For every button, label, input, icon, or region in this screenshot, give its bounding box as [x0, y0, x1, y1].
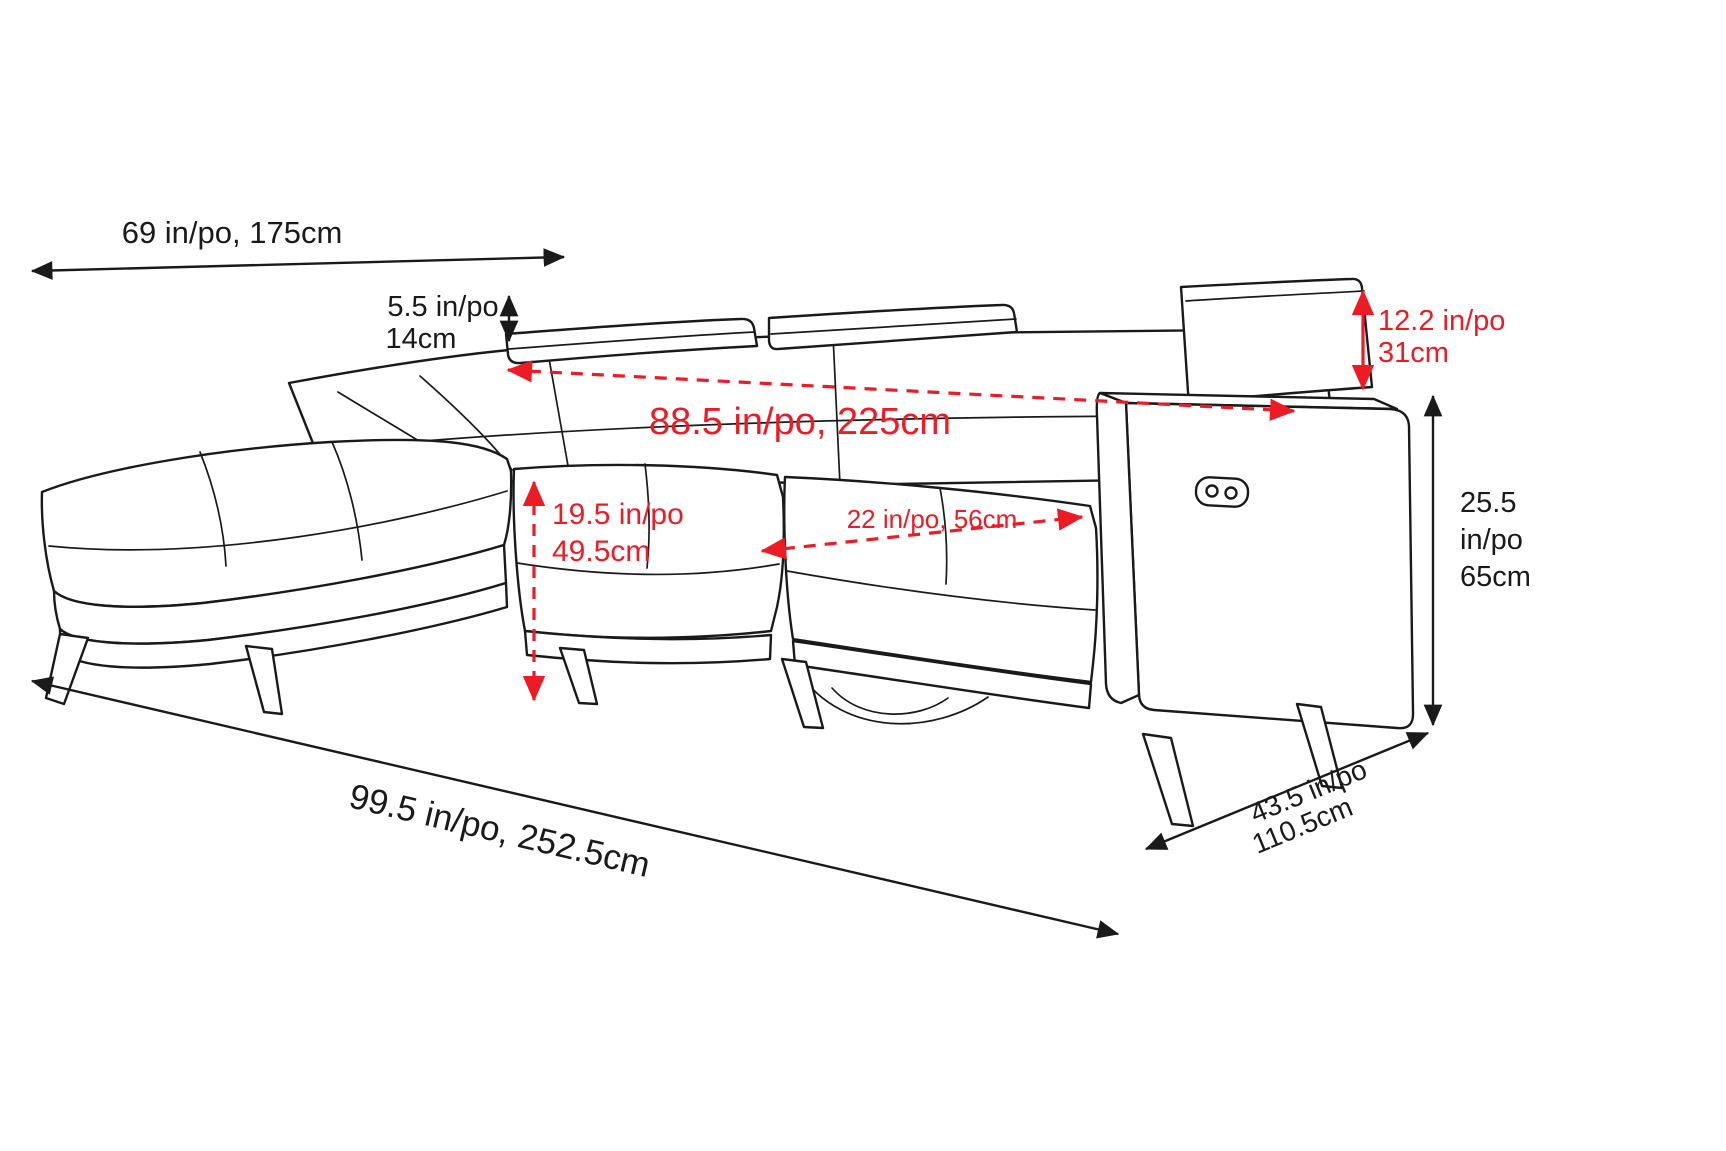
arm-height-label-2: in/po: [1460, 524, 1523, 556]
headrest-thickness-label-2: 14cm: [386, 323, 457, 355]
seat-height-label-2: 49.5cm: [552, 535, 650, 568]
sofa-drawing: [40, 277, 1415, 828]
seat-height-label-1: 19.5 in/po: [552, 498, 684, 531]
overall-length-label: 99.5 in/po, 252.5cm: [346, 777, 654, 885]
chaise-seam-2: [199, 451, 227, 567]
overall-length-arrow: [30, 676, 1120, 939]
dimension-headrest-thickness: 5.5 in/po 14cm: [386, 291, 519, 355]
arm-height-label-3: 65cm: [1460, 561, 1531, 593]
headrest-middle-edge: [770, 318, 1017, 335]
seat-right-crease: [786, 570, 1096, 611]
chaise-length-label: 69 in/po, 175cm: [122, 215, 343, 250]
arm-height-label-1: 25.5: [1460, 487, 1516, 519]
dimension-seat-depth: 22 in/po, 56cm: [760, 504, 1084, 560]
chaise-seam-1: [331, 441, 363, 561]
headrest-right-edge: [1185, 290, 1365, 302]
dimension-overall-length: 99.5 in/po, 252.5cm: [30, 676, 1120, 939]
seat-depth-arrow: [760, 508, 1084, 560]
back-width-label: 88.5 in/po, 225cm: [649, 401, 951, 443]
headrest-raised-label-2: 31cm: [1378, 337, 1449, 369]
dimension-chaise-length: 69 in/po, 175cm: [30, 215, 566, 280]
dimension-seat-height: 19.5 in/po 49.5cm: [522, 480, 684, 702]
headrest-left-edge: [508, 331, 756, 350]
seat-depth-label: 22 in/po, 56cm: [847, 504, 1018, 534]
base-rail-middle: [523, 629, 773, 665]
dimension-headrest-raised: 12.2 in/po 31cm: [1351, 289, 1505, 391]
power-button-dot-right: [1224, 486, 1238, 500]
seat-middle-seam: [644, 463, 650, 569]
dimension-overall-depth: 43.5 in/po 110.5cm: [1144, 731, 1430, 860]
seat-middle-crease: [516, 562, 780, 576]
power-recline-button: [1194, 476, 1250, 508]
dimension-arm-height: 25.5 in/po 65cm: [1423, 394, 1531, 727]
chaise-seam-center: [48, 490, 508, 551]
base-stretcher-inner: [831, 687, 949, 715]
leg-arm-front: [1141, 732, 1195, 828]
overall-depth-arrow: [1144, 731, 1430, 851]
chaise-length-arrow: [30, 248, 566, 280]
headrest-right-raised: [1179, 277, 1374, 403]
headrest-raised-label-1: 12.2 in/po: [1378, 305, 1505, 337]
arm-outer-face: [1124, 401, 1415, 730]
headrest-thickness-label-1: 5.5 in/po: [387, 291, 498, 323]
dimension-back-width: 88.5 in/po, 225cm: [506, 360, 1296, 443]
back-width-arrow: [506, 360, 1296, 421]
power-button-dot-left: [1205, 484, 1219, 498]
